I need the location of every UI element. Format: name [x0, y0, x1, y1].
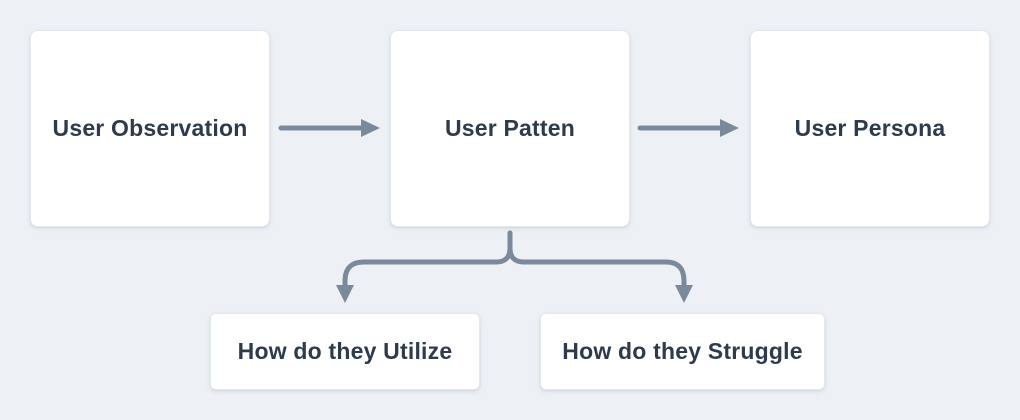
node-user-patten[interactable]: User Patten — [390, 30, 630, 227]
edge-patten-to-struggle — [507, 230, 693, 303]
edge-patten-to-utilize — [336, 230, 513, 303]
node-how-do-they-utilize-label: How do they Utilize — [237, 338, 453, 365]
node-how-do-they-utilize[interactable]: How do they Utilize — [210, 313, 480, 390]
node-how-do-they-struggle[interactable]: How do they Struggle — [540, 313, 825, 390]
node-user-patten-label: User Patten — [444, 115, 576, 142]
node-user-observation-label: User Observation — [52, 115, 248, 142]
node-user-persona[interactable]: User Persona — [750, 30, 990, 227]
node-user-persona-label: User Persona — [794, 115, 946, 142]
node-how-do-they-struggle-label: How do they Struggle — [562, 338, 803, 365]
edge-observation-to-patten — [278, 119, 380, 137]
edge-patten-to-persona — [637, 119, 739, 137]
node-user-observation[interactable]: User Observation — [30, 30, 270, 227]
